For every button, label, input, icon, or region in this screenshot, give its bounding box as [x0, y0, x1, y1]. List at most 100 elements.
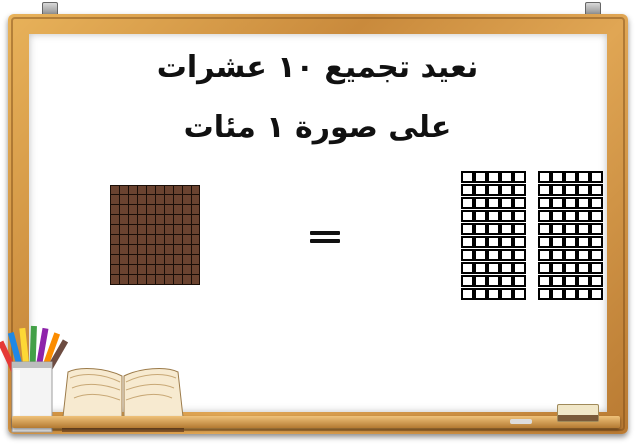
unit-cube	[564, 184, 577, 196]
unit-cube	[538, 236, 551, 248]
unit-cube	[500, 262, 513, 274]
unit-cube	[564, 249, 577, 261]
unit-cube	[474, 210, 487, 222]
unit-cube	[513, 184, 526, 196]
unit-cube	[461, 171, 474, 183]
lesson-title-line-2: على صورة ١ مئات	[0, 110, 635, 145]
unit-cube	[461, 223, 474, 235]
unit-cube	[577, 262, 590, 274]
unit-cube	[487, 171, 500, 183]
unit-cube	[564, 210, 577, 222]
unit-cube	[461, 197, 474, 209]
unit-cube	[513, 249, 526, 261]
unit-cube	[474, 223, 487, 235]
unit-cube	[474, 184, 487, 196]
unit-cube	[461, 236, 474, 248]
unit-cube	[551, 197, 564, 209]
unit-cube	[551, 236, 564, 248]
unit-cube	[564, 262, 577, 274]
unit-cube	[474, 262, 487, 274]
unit-cube	[461, 249, 474, 261]
unit-cube	[461, 275, 474, 287]
unit-cube	[590, 210, 603, 222]
unit-cube	[538, 197, 551, 209]
unit-cube	[487, 210, 500, 222]
unit-cube	[551, 210, 564, 222]
unit-cube	[487, 262, 500, 274]
unit-cube	[487, 184, 500, 196]
unit-cube	[513, 275, 526, 287]
unit-cube	[461, 288, 474, 300]
unit-cube	[577, 210, 590, 222]
unit-cube	[551, 249, 564, 261]
hundred-flat-block	[110, 185, 200, 285]
unit-cube	[551, 171, 564, 183]
unit-cube	[590, 236, 603, 248]
unit-cube	[500, 236, 513, 248]
unit-cube	[487, 223, 500, 235]
unit-cube	[474, 249, 487, 261]
unit-cube	[590, 223, 603, 235]
unit-cube	[590, 275, 603, 287]
unit-cube	[551, 288, 564, 300]
unit-cube	[538, 275, 551, 287]
unit-cube	[474, 236, 487, 248]
equals-sign	[310, 231, 340, 243]
unit-cube	[551, 275, 564, 287]
unit-cube	[500, 223, 513, 235]
unit-cube	[513, 262, 526, 274]
unit-cube	[500, 171, 513, 183]
unit-cube	[461, 184, 474, 196]
unit-cube	[474, 288, 487, 300]
unit-cube	[487, 275, 500, 287]
unit-cube	[474, 197, 487, 209]
unit-cube	[590, 288, 603, 300]
unit-cube	[513, 210, 526, 222]
unit-cube	[500, 249, 513, 261]
unit-cube	[500, 210, 513, 222]
unit-cube	[500, 288, 513, 300]
unit-cube	[538, 249, 551, 261]
unit-cube	[577, 288, 590, 300]
unit-cube	[500, 184, 513, 196]
chalk-icon	[510, 419, 532, 424]
unit-cube	[538, 262, 551, 274]
unit-cube	[577, 184, 590, 196]
unit-cube	[577, 249, 590, 261]
unit-cube	[590, 262, 603, 274]
unit-cube	[513, 223, 526, 235]
unit-cube	[577, 171, 590, 183]
unit-cube	[487, 236, 500, 248]
unit-cube	[474, 171, 487, 183]
unit-cube	[487, 249, 500, 261]
unit-cube	[564, 275, 577, 287]
unit-cube	[590, 171, 603, 183]
unit-cube	[564, 171, 577, 183]
unit-cube	[538, 288, 551, 300]
unit-cube	[538, 171, 551, 183]
unit-cube	[590, 184, 603, 196]
unit-cube	[487, 288, 500, 300]
unit-cube	[577, 197, 590, 209]
equals-bar-top	[310, 231, 340, 235]
unit-cube	[500, 197, 513, 209]
unit-cube	[590, 249, 603, 261]
unit-cube	[577, 236, 590, 248]
unit-cube	[564, 236, 577, 248]
unit-cube	[538, 184, 551, 196]
eraser-icon	[557, 404, 599, 422]
unit-cube	[461, 210, 474, 222]
unit-cube	[513, 171, 526, 183]
lesson-title-line-1: نعيد تجميع ١٠ عشرات	[0, 50, 635, 85]
unit-cube	[461, 262, 474, 274]
equals-bar-bottom	[310, 239, 340, 243]
unit-cube	[487, 197, 500, 209]
unit-cube	[513, 236, 526, 248]
unit-cube	[513, 288, 526, 300]
unit-cube	[551, 223, 564, 235]
unit-cube	[590, 197, 603, 209]
unit-cube	[474, 275, 487, 287]
unit-cube	[577, 223, 590, 235]
unit-cube	[577, 275, 590, 287]
unit-cube	[564, 223, 577, 235]
